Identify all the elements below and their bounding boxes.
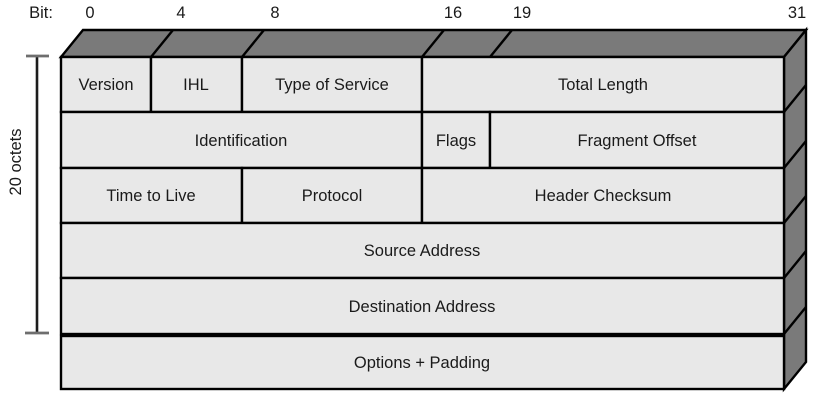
bit-ruler-label: Bit: [29, 3, 53, 22]
right-face-diagonal-row3 [783, 195, 807, 224]
field-destination-address: Destination Address [348, 297, 496, 316]
field-total-length: Total Length [558, 75, 648, 94]
bit-tick-8: 8 [270, 3, 280, 22]
field-identification: Identification [194, 131, 288, 150]
right-face-diagonal-row5 [783, 306, 807, 335]
cell-protocol [240, 166, 424, 225]
bit-tick-0: 0 [85, 3, 95, 22]
top-face-diagonal-bit16 [421, 29, 445, 58]
right-face-diagonal-row2 [783, 140, 807, 169]
cell-type-of-service [240, 55, 424, 114]
field-header-checksum: Header Checksum [534, 186, 672, 205]
bit-tick-19: 19 [512, 3, 532, 22]
top-face-diagonal-bit8 [241, 29, 265, 58]
cell-source-address [59, 221, 786, 280]
cell-time-to-live [59, 166, 244, 225]
bit-tick-16: 16 [443, 3, 463, 22]
bit-tick-31: 31 [787, 3, 807, 22]
top-face-diagonal-bit19 [489, 29, 513, 58]
field-flags: Flags [435, 131, 477, 150]
field-time-to-live: Time to Live [106, 186, 196, 205]
cell-destination-address [59, 276, 786, 336]
octets-label: 20 octets [6, 128, 25, 196]
field-fragment-offset: Fragment Offset [577, 131, 697, 150]
right-face-diagonal-row1 [783, 84, 807, 113]
field-options-padding: Options + Padding [353, 353, 491, 372]
field-protocol: Protocol [301, 186, 363, 205]
field-source-address: Source Address [363, 241, 481, 260]
cell-identification [59, 110, 424, 170]
cell-total-length [420, 55, 786, 114]
top-face-diagonal-bit4 [150, 29, 174, 58]
cell-version [59, 55, 153, 114]
field-ihl: IHL [183, 75, 209, 94]
field-version: Version [78, 75, 134, 94]
cell-flags [420, 110, 492, 170]
cell-options-padding [59, 334, 786, 391]
bit-tick-4: 4 [176, 3, 186, 22]
field-type-of-service: Type of Service [275, 75, 389, 94]
right-face-diagonal-row4 [783, 250, 807, 279]
